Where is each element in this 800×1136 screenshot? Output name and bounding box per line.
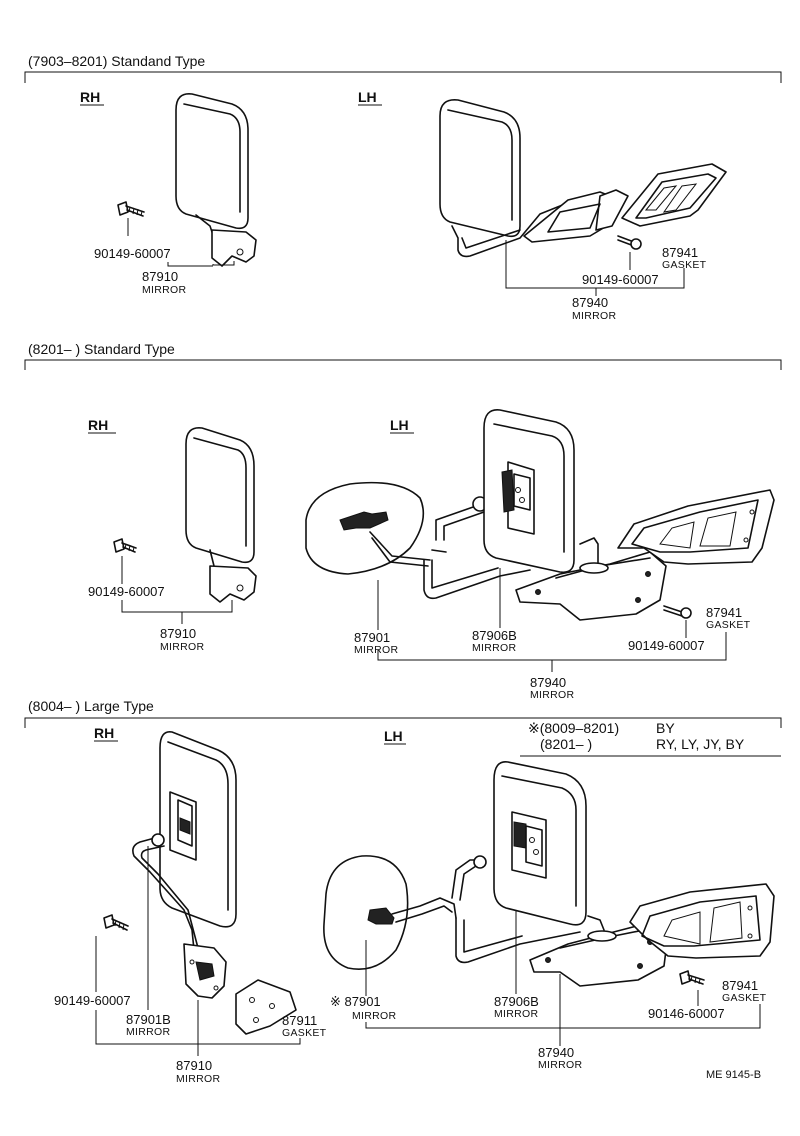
s1-lh-bolt-number: 90149-60007: [582, 272, 659, 287]
s1-rh-bolt-number: 90149-60007: [94, 246, 171, 261]
s1-rh-mirror-drawing: [175, 93, 257, 267]
s3-rh-sub-mirror-name: MIRROR: [126, 1026, 170, 1038]
section-2-rh-label: RH: [88, 417, 108, 433]
s2-lh-main-mirror-number: 87906B: [472, 628, 517, 643]
s1-lh-gasket-number: 87941: [662, 245, 698, 260]
s1-lh-mirror-number: 87940: [572, 295, 608, 310]
section-1-rh-label: RH: [80, 89, 100, 105]
s3-lh-bolt-number: 90146-60007: [648, 1006, 725, 1021]
s3-lh-assy-name: MIRROR: [538, 1059, 582, 1071]
s2-lh-gasket-number: 87941: [706, 605, 742, 620]
s3-lh-round-mirror-name: MIRROR: [352, 1010, 396, 1022]
s1-lh-bolt-drawing: [617, 235, 642, 250]
s3-lh-bolt-drawing: [679, 970, 705, 985]
note-line-1-models: BY: [656, 720, 675, 736]
s2-rh-mirror-name: MIRROR: [160, 641, 204, 653]
s2-rh-mirror-drawing: [185, 427, 257, 603]
section-2-title: (8201– ) Standard Type: [28, 341, 175, 357]
note-line-2-models: RY, LY, JY, BY: [656, 736, 745, 752]
s1-rh-mirror-name: MIRROR: [142, 284, 186, 296]
s2-rh-mirror-number: 87910: [160, 626, 196, 641]
section-2-bracket: [24, 359, 782, 370]
s2-rh-bolt-drawing: [113, 538, 137, 553]
s2-lh-round-mirror-name: MIRROR: [354, 644, 398, 656]
section-2-lh-label: LH: [390, 417, 409, 433]
note-line-2-range: (8201– ): [540, 736, 592, 752]
s3-rh-mirror-number: 87910: [176, 1058, 212, 1073]
s3-lh-mirror-drawing: [323, 761, 775, 987]
s2-lh-bolt-drawing: [663, 605, 692, 619]
s3-rh-gasket-drawing: [235, 979, 297, 1035]
s3-lh-main-mirror-name: MIRROR: [494, 1008, 538, 1020]
s2-lh-main-mirror-name: MIRROR: [472, 642, 516, 654]
s3-lh-gasket-name: GASKET: [722, 992, 767, 1004]
s2-lh-gasket-name: GASKET: [706, 619, 751, 631]
section-3-lh-label: LH: [384, 728, 403, 744]
section-3-title: (8004– ) Large Type: [28, 698, 154, 714]
s3-rh-sub-mirror-number: 87901B: [126, 1012, 171, 1027]
s1-rh-bolt-drawing: [117, 201, 145, 217]
s3-rh-bolt-number: 90149-60007: [54, 993, 131, 1008]
s3-rh-mirror-name: MIRROR: [176, 1073, 220, 1085]
section-1-bracket: [24, 71, 782, 83]
s3-lh-assy-number: 87940: [538, 1045, 574, 1060]
s3-rh-gasket-name: GASKET: [282, 1027, 327, 1039]
s2-lh-round-mirror-number: 87901: [354, 630, 390, 645]
s1-lh-gasket-name: GASKET: [662, 259, 707, 271]
section-2: (8201– ) Standard Type RH LH 90149-60007…: [24, 341, 782, 701]
s3-lh-main-mirror-number: 87906B: [494, 994, 539, 1009]
s1-rh-mirror-number: 87910: [142, 269, 178, 284]
section-1-lh-label: LH: [358, 89, 377, 105]
s2-lh-assy-name: MIRROR: [530, 689, 574, 701]
s1-lh-mirror-name: MIRROR: [572, 310, 616, 322]
s2-lh-assy-number: 87940: [530, 675, 566, 690]
s3-rh-bolt-drawing: [103, 914, 129, 931]
s3-lh-gasket-number: 87941: [722, 978, 758, 993]
section-3-rh-label: RH: [94, 725, 114, 741]
s3-rh-gasket-number: 87911: [282, 1013, 317, 1028]
section-1-title: (7903–8201) Standand Type: [28, 53, 205, 69]
s2-lh-mirror-drawing: [305, 409, 775, 621]
section-3-bracket: [24, 717, 782, 728]
section-1: (7903–8201) Standand Type RH LH 90149-60…: [24, 53, 782, 322]
section-3: (8004– ) Large Type RH LH ※(8009–8201) B…: [24, 698, 782, 1085]
s3-lh-round-mirror-number: ※ 87901: [330, 994, 381, 1009]
s2-rh-bolt-number: 90149-60007: [88, 584, 165, 599]
s3-rh-mirror-drawing: [132, 731, 237, 999]
s1-lh-mirror-drawing: [439, 99, 727, 258]
s2-lh-bolt-number: 90149-60007: [628, 638, 705, 653]
applicability-notes: ※(8009–8201) BY (8201– ) RY, LY, JY, BY: [520, 720, 781, 757]
note-line-1-range: ※(8009–8201): [528, 720, 619, 736]
diagram-code: ME 9145-B: [706, 1069, 761, 1081]
